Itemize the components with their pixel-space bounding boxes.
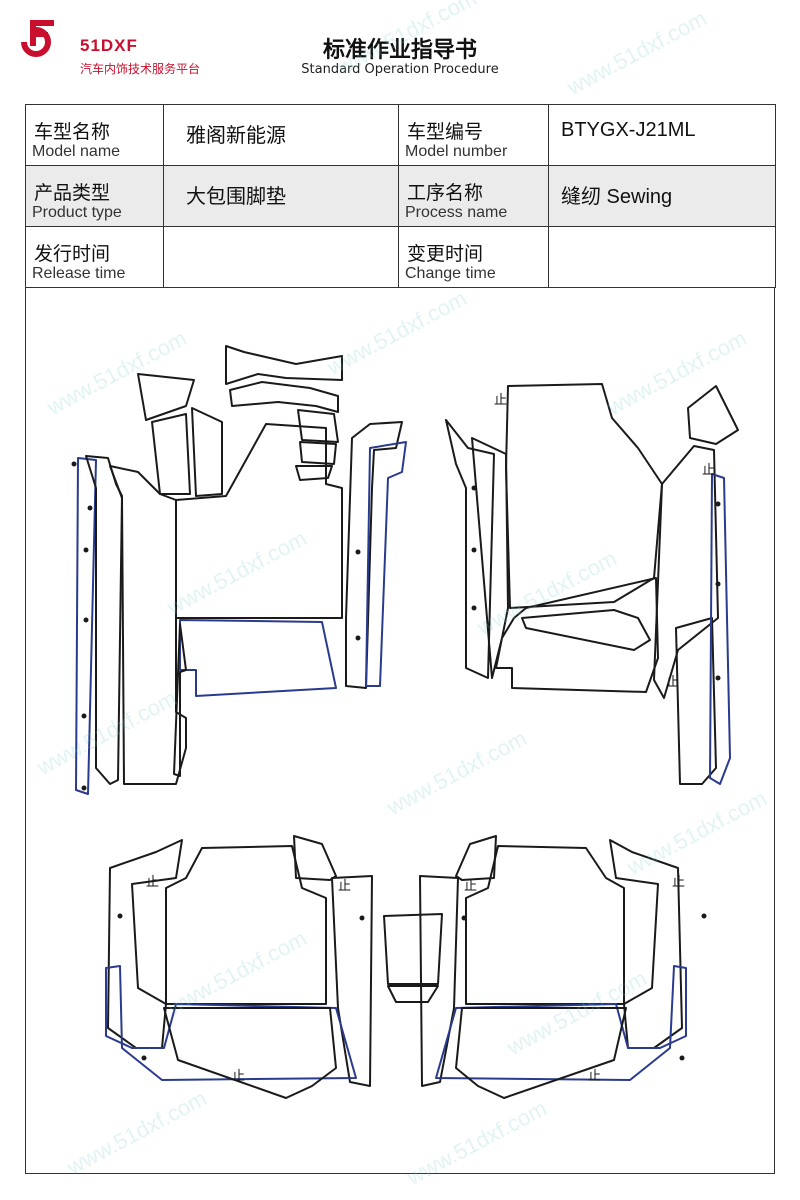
brand-tagline: 汽车内饰技术服务平台 (80, 62, 201, 76)
pattern-piece (175, 423, 343, 619)
stop-mark: 止 (672, 875, 685, 890)
stop-mark: 止 (464, 879, 477, 894)
value-cell (548, 226, 776, 288)
pattern-piece (653, 445, 719, 699)
pattern-piece (225, 345, 343, 385)
pattern-piece (687, 385, 739, 445)
model-number-label-en: Model number (405, 143, 508, 160)
table-row: 产品类型 Product type 大包围脚垫 工序名称 Process nam… (25, 165, 776, 227)
pattern-piece (137, 373, 195, 421)
stop-mark: 止 (702, 463, 715, 478)
brand-name: 51DXF (80, 36, 138, 55)
info-table: 车型名称 Model name 雅阁新能源 车型编号 Model number … (25, 104, 776, 288)
model-number-value: BTYGX-J21ML (561, 119, 696, 141)
stop-mark: 止 (666, 675, 679, 690)
company-logo: 51DXF 汽车内饰技术服务平台 (20, 18, 260, 78)
page-subtitle: Standard Operation Procedure (301, 62, 499, 77)
pattern-piece (455, 1007, 627, 1099)
pattern-piece (105, 965, 357, 1081)
stop-mark: 止 (146, 875, 159, 890)
product-type-value: 大包围脚垫 (186, 184, 286, 208)
pattern-piece (435, 965, 687, 1081)
stop-mark: 止 (232, 1069, 245, 1084)
pattern-piece (675, 617, 717, 785)
stop-mark: 止 (588, 1069, 601, 1084)
floor-mat-pattern-drawing: 止 止 止 止 止 止 止 止 止 (71, 345, 739, 1099)
table-row: 车型名称 Model name 雅阁新能源 车型编号 Model number … (25, 104, 776, 166)
value-cell: BTYGX-J21ML (548, 104, 776, 166)
label-cell: 发行时间 Release time (25, 226, 164, 288)
pattern-piece (299, 441, 337, 465)
logo-mark-icon (21, 20, 54, 57)
pattern-piece (191, 407, 223, 497)
pattern-piece (471, 437, 659, 693)
release-time-label-en: Release time (32, 265, 126, 282)
reference-dots (71, 461, 721, 1061)
table-row: 发行时间 Release time 变更时间 Change time (25, 226, 776, 288)
product-type-label-en: Product type (32, 204, 122, 221)
process-name-value: 缝纫 Sewing (561, 186, 673, 208)
pattern-piece (75, 457, 97, 795)
process-name-label-cn: 工序名称 (407, 182, 484, 204)
label-cell: 变更时间 Change time (398, 226, 549, 288)
release-time-label-cn: 发行时间 (34, 243, 111, 265)
pattern-piece (179, 619, 337, 697)
pattern-piece (331, 875, 373, 1087)
pattern-piece (229, 381, 339, 413)
label-cell: 产品类型 Product type (25, 165, 164, 227)
pattern-drawing-area: 止 止 止 止 止 止 止 止 止 (25, 288, 775, 1174)
pattern-piece (455, 835, 497, 881)
pattern-piece (383, 913, 443, 985)
value-cell: 大包围脚垫 (163, 165, 399, 227)
pattern-piece (521, 609, 651, 651)
model-name-label-cn: 车型名称 (34, 121, 111, 143)
model-number-label-cn: 车型编号 (407, 121, 484, 143)
value-cell: 雅阁新能源 (163, 104, 399, 166)
pattern-piece (151, 413, 191, 495)
pattern-piece (419, 875, 459, 1087)
change-time-label-cn: 变更时间 (407, 243, 484, 265)
value-cell (163, 226, 399, 288)
label-cell: 车型编号 Model number (398, 104, 549, 166)
model-name-value: 雅阁新能源 (186, 123, 286, 147)
value-cell: 缝纫 Sewing (548, 165, 776, 227)
pattern-piece (293, 835, 337, 881)
change-time-label-en: Change time (405, 265, 496, 282)
pattern-piece (163, 1007, 337, 1099)
pattern-piece (107, 839, 183, 1049)
label-cell: 工序名称 Process name (398, 165, 549, 227)
label-cell: 车型名称 Model name (25, 104, 164, 166)
pattern-piece (365, 441, 407, 687)
pattern-piece (465, 845, 625, 1005)
model-name-label-en: Model name (32, 143, 121, 160)
pattern-piece (173, 623, 187, 777)
stop-mark: 止 (338, 879, 351, 894)
pattern-piece (295, 465, 333, 481)
pattern-piece (609, 839, 683, 1049)
pattern-piece (345, 421, 403, 689)
page-title: 标准作业指导书 (322, 38, 477, 63)
pattern-piece (297, 409, 339, 443)
product-type-label-cn: 产品类型 (34, 182, 111, 204)
pattern-piece (709, 473, 731, 785)
pattern-piece (109, 465, 187, 785)
process-name-label-en: Process name (405, 204, 508, 221)
pattern-piece (387, 985, 439, 1003)
stop-mark: 止 (494, 393, 507, 408)
